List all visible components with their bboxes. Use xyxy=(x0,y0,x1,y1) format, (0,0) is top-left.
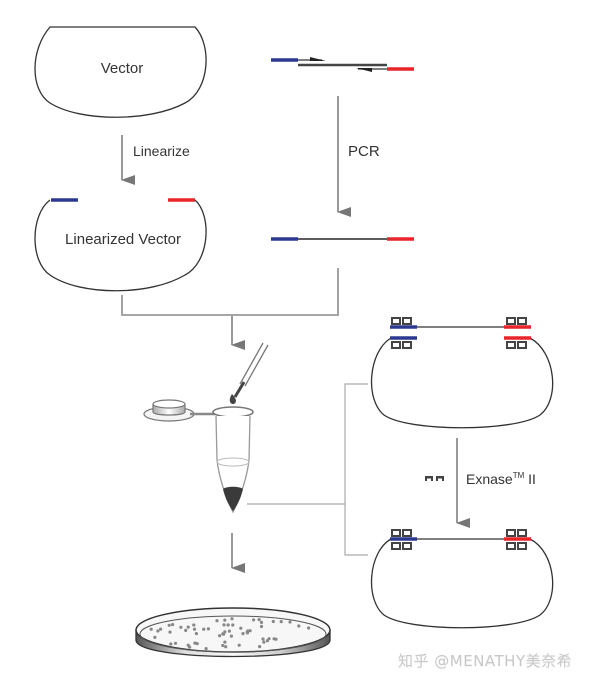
colony xyxy=(261,637,265,641)
colony xyxy=(186,643,190,647)
linearized-vector-shape: Linearized Vector xyxy=(34,198,207,292)
reaction-mix xyxy=(223,486,243,511)
colony xyxy=(221,632,225,636)
colony xyxy=(279,620,283,624)
colony xyxy=(307,626,311,630)
colony xyxy=(241,632,245,636)
tube-icon xyxy=(143,399,254,514)
bracket-connector xyxy=(344,383,368,556)
colony xyxy=(192,623,196,627)
colony xyxy=(168,630,172,634)
colony xyxy=(204,647,208,651)
enzyme-icon xyxy=(425,476,444,481)
colony xyxy=(202,627,206,631)
vector-label: Vector xyxy=(101,60,144,77)
pcr-label: PCR xyxy=(348,143,380,160)
colony xyxy=(171,623,175,627)
pipette-icon xyxy=(229,342,269,404)
linearized-vector-label: Linearized Vector xyxy=(65,231,181,248)
colony xyxy=(149,627,153,631)
colony xyxy=(267,637,271,641)
colony xyxy=(227,629,231,633)
pcr-template xyxy=(271,57,414,72)
colony xyxy=(224,645,228,649)
colony xyxy=(262,640,266,644)
colony xyxy=(173,641,178,645)
recombinant-intermediate xyxy=(370,317,554,429)
colony xyxy=(167,623,171,627)
colony xyxy=(222,623,226,627)
colony xyxy=(248,629,252,633)
colony xyxy=(184,628,188,633)
colony xyxy=(159,627,163,631)
linearize-label: Linearize xyxy=(133,143,190,159)
colony xyxy=(297,624,301,628)
exnase-label: ExnaseTM II xyxy=(466,471,536,487)
colony xyxy=(215,619,219,623)
colony xyxy=(221,643,225,648)
colony xyxy=(259,624,264,629)
colony xyxy=(218,634,222,638)
colony xyxy=(156,629,160,633)
colony xyxy=(223,630,227,634)
merge-connector xyxy=(121,268,339,316)
colony xyxy=(259,620,264,625)
colony xyxy=(237,643,241,647)
colony xyxy=(257,618,261,622)
colony xyxy=(169,642,173,646)
colony xyxy=(252,618,256,622)
colony xyxy=(226,623,230,627)
colony xyxy=(206,627,210,631)
colony xyxy=(245,631,250,635)
colony xyxy=(271,619,275,624)
colony xyxy=(258,645,262,649)
colony xyxy=(272,637,276,641)
colony xyxy=(223,640,227,644)
colony xyxy=(153,635,157,640)
watermark: 知乎 @MENATHY美奈希 xyxy=(398,652,573,670)
colony xyxy=(239,626,243,630)
colony xyxy=(288,620,292,624)
colony xyxy=(194,632,198,636)
circular-product xyxy=(370,529,554,629)
droplet-icon xyxy=(229,394,236,404)
colony xyxy=(179,625,183,629)
colony xyxy=(230,617,234,621)
colony xyxy=(192,627,197,631)
colony xyxy=(229,634,233,638)
petri-dish-icon xyxy=(135,607,331,658)
vector-shape: Vector xyxy=(34,26,207,118)
colony xyxy=(193,641,197,645)
colony xyxy=(223,618,227,622)
colony xyxy=(231,623,235,627)
colony xyxy=(186,625,190,629)
